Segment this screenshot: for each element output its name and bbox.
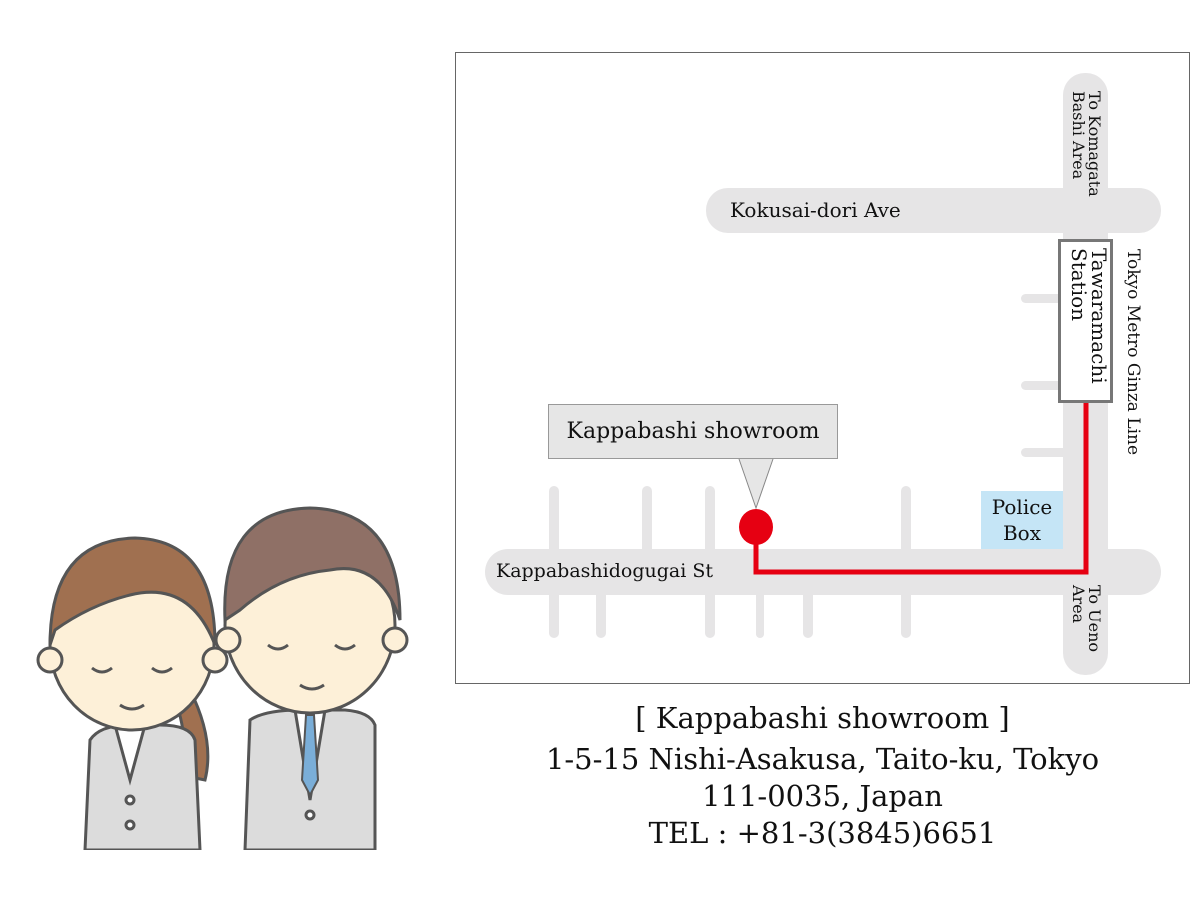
ginza-line-label: Tokyo Metro Ginza Line bbox=[1123, 249, 1143, 456]
route-line bbox=[738, 403, 1089, 575]
staff-illustration bbox=[36, 506, 409, 850]
side-street bbox=[705, 486, 715, 638]
destination-callout: Kappabashi showroom bbox=[548, 404, 838, 459]
north-direction-label: To Komagata Bashi Area bbox=[1069, 91, 1104, 197]
south-direction-label: To Ueno Area bbox=[1069, 585, 1104, 653]
side-street bbox=[1021, 294, 1071, 303]
callout-pointer bbox=[738, 458, 774, 510]
destination-label: Kappabashi showroom bbox=[566, 419, 820, 444]
side-street bbox=[596, 583, 606, 638]
kappabashi-road-label: Kappabashidogugai St bbox=[496, 560, 713, 582]
address-block: [ Kappabashi showroom ] 1-5-15 Nishi-Asa… bbox=[455, 700, 1190, 852]
side-street bbox=[1021, 448, 1071, 457]
female-staff bbox=[36, 536, 229, 850]
map: Police Box Kappabashi showroom Tawaramac… bbox=[455, 52, 1190, 684]
side-street bbox=[756, 583, 764, 638]
police-box-label: Police Box bbox=[991, 495, 1053, 545]
male-staff bbox=[214, 506, 409, 850]
police-box: Police Box bbox=[981, 491, 1063, 549]
address-title: [ Kappabashi showroom ] bbox=[635, 701, 1010, 735]
side-street bbox=[901, 486, 911, 638]
side-street bbox=[1021, 381, 1071, 390]
side-street bbox=[642, 486, 652, 566]
kokusai-road-label: Kokusai-dori Ave bbox=[730, 198, 901, 222]
station-label: Tawaramachi Station bbox=[1067, 248, 1111, 384]
station-box: Tawaramachi Station bbox=[1058, 239, 1113, 403]
side-street bbox=[803, 583, 813, 638]
address-line1: 1-5-15 Nishi-Asakusa, Taito-ku, Tokyo bbox=[545, 742, 1100, 776]
side-street bbox=[549, 486, 559, 638]
route-path bbox=[753, 403, 1089, 575]
address-tel: TEL : +81-3(3845)6651 bbox=[648, 816, 997, 850]
address-line2: 111-0035, Japan bbox=[702, 779, 943, 813]
destination-marker bbox=[739, 509, 773, 545]
